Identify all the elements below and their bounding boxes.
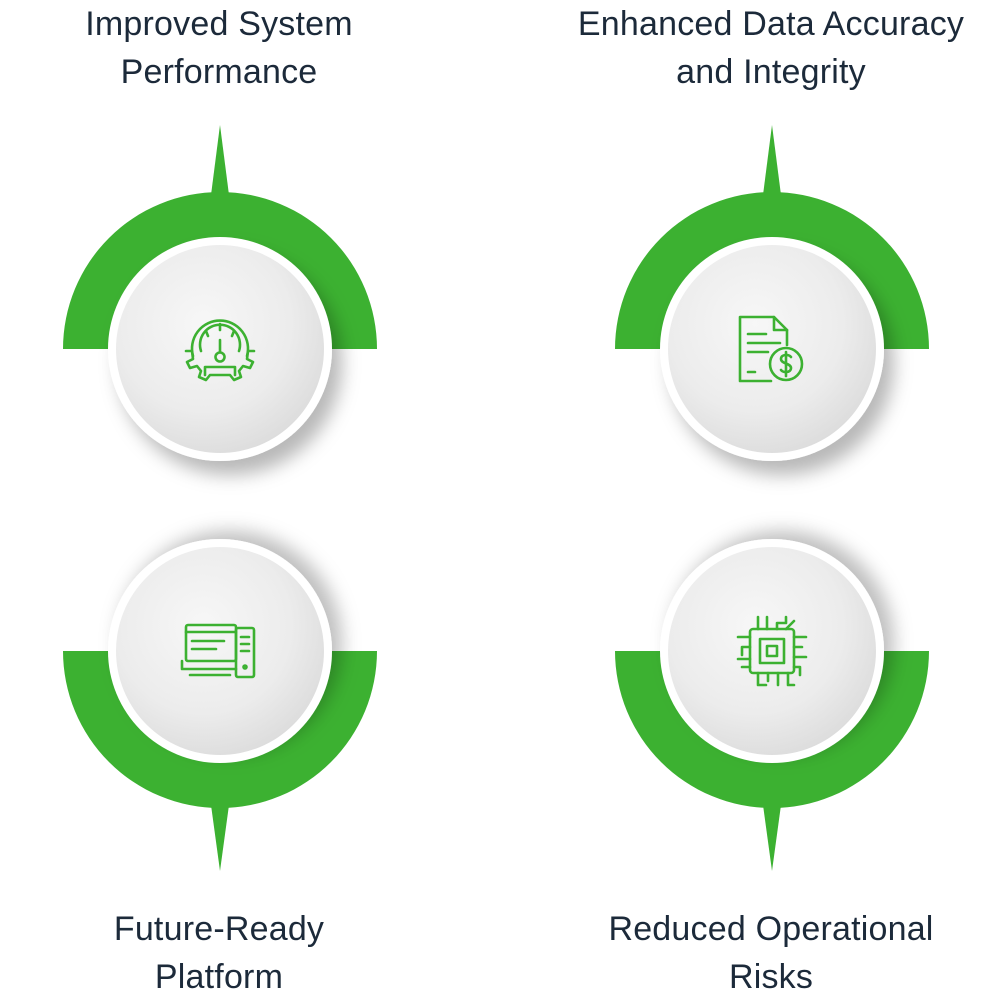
item-1-title-line1: Improved System — [85, 5, 353, 43]
item-3-pointer — [211, 805, 229, 871]
item-3-arc — [63, 651, 377, 808]
item-2-title: Enhanced Data Accuracy and Integrity — [541, 0, 1000, 96]
computer-workstation-icon — [180, 623, 256, 679]
item-2-title-line1: Enhanced Data Accuracy — [577, 5, 965, 43]
item-3-title-line2: Platform — [154, 958, 284, 996]
speedometer-gear-icon — [184, 319, 256, 382]
item-1-pointer — [211, 125, 229, 195]
item-1-arc — [63, 192, 377, 349]
item-4-title: Reduced Operational Risks — [541, 905, 1000, 1001]
item-4-pointer — [763, 805, 781, 871]
item-3-graphic — [63, 539, 377, 871]
item-3-title: Future-Ready Platform — [0, 905, 449, 1001]
item-3-disc — [116, 547, 324, 755]
item-3-title-line1: Future-Ready — [113, 910, 325, 948]
item-4-title-line1: Reduced Operational — [608, 910, 934, 948]
item-4-graphic — [615, 539, 929, 871]
item-1-graphic — [63, 125, 377, 461]
item-4-disc — [668, 547, 876, 755]
item-2-pointer — [763, 125, 781, 195]
document-dollar-icon — [738, 315, 804, 383]
item-2-disc — [668, 245, 876, 453]
item-4-arc — [615, 651, 929, 808]
item-2-arc — [615, 192, 929, 349]
item-1-title: Improved System Performance — [0, 0, 449, 96]
item-4-title-line2: Risks — [728, 958, 814, 996]
item-1-title-line2: Performance — [120, 53, 318, 91]
microchip-icon — [736, 615, 808, 687]
item-2-title-line2: and Integrity — [676, 53, 866, 91]
item-2-graphic — [615, 125, 929, 461]
